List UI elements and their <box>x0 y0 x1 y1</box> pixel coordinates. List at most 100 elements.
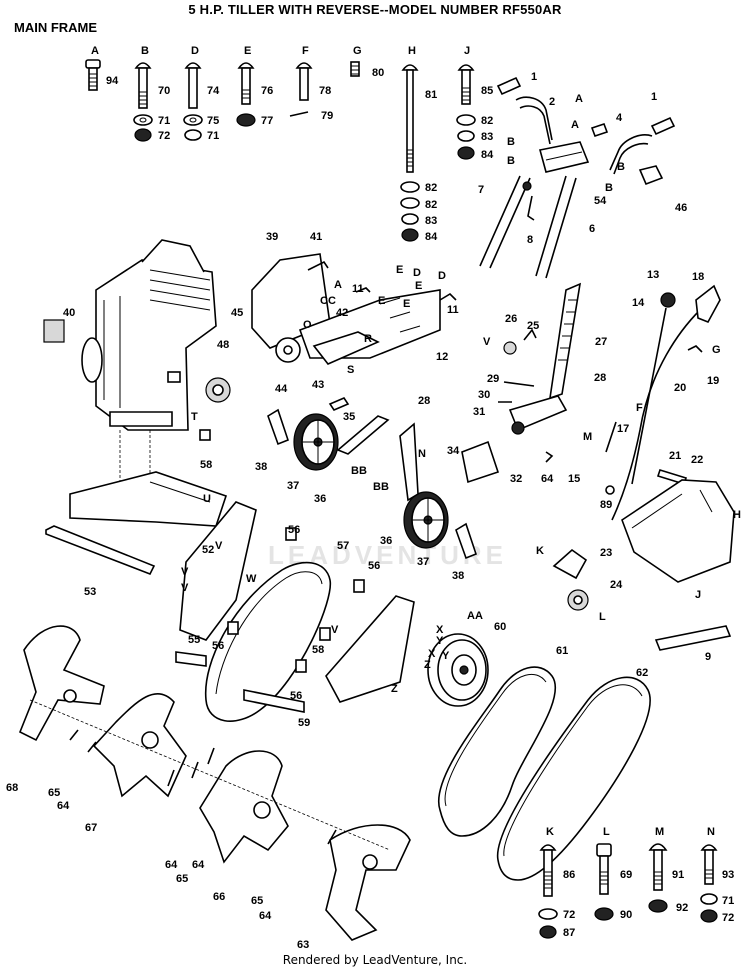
callout-label: 6 <box>589 223 596 235</box>
frame-bracket-assembly <box>251 253 457 365</box>
callout-label: V <box>181 566 189 578</box>
part-56-key-b <box>353 579 365 593</box>
callout-label: 81 <box>425 89 438 101</box>
part-84-nut-j <box>457 146 475 160</box>
part-79-cotter-pin <box>289 111 309 117</box>
control-cable-assembly <box>552 284 735 651</box>
callout-label: 82 <box>425 182 438 194</box>
callout-label: 44 <box>275 383 288 395</box>
callout-label: 93 <box>722 869 735 881</box>
callout-label: 64 <box>57 800 70 812</box>
part-36-axle-bracket-right <box>399 422 419 502</box>
callout-label: 72 <box>563 909 576 921</box>
callout-label: K <box>536 545 544 557</box>
callout-label: D <box>413 267 421 279</box>
callout-label: 57 <box>337 540 350 552</box>
part-76-bolt <box>237 62 255 105</box>
part-71-washer-d <box>184 129 202 141</box>
callout-label: 61 <box>556 645 569 657</box>
part-62-belt <box>496 676 651 881</box>
callout-label: D <box>191 45 199 57</box>
part-66-tine <box>199 750 289 864</box>
callout-label: 62 <box>636 667 649 679</box>
part-6-handle-right <box>535 175 577 279</box>
callout-label: 82 <box>425 199 438 211</box>
part-29-30-pins <box>498 381 535 403</box>
part-11-clip-left <box>355 287 371 293</box>
callout-label: 43 <box>312 379 325 391</box>
callout-label: 65 <box>176 873 189 885</box>
part-72-washer-k <box>538 908 558 920</box>
callout-label: T <box>191 411 198 423</box>
callout-label: 71 <box>722 895 735 907</box>
callout-label: 31 <box>473 406 486 418</box>
callout-label: 84 <box>481 149 494 161</box>
part-92-nut <box>648 899 668 913</box>
callout-label: 20 <box>674 382 687 394</box>
callout-label: E <box>415 280 423 292</box>
callout-label: 9 <box>705 651 712 663</box>
callout-label: 13 <box>647 269 660 281</box>
section-heading: MAIN FRAME <box>14 20 98 35</box>
callout-label: 11 <box>447 304 459 316</box>
callout-label: 71 <box>158 115 171 127</box>
callout-label: 71 <box>207 130 220 142</box>
part-38-bolt-right <box>455 522 477 560</box>
callout-label: L <box>599 611 606 623</box>
callout-label: 46 <box>675 202 688 214</box>
part-35-bolt <box>328 397 350 411</box>
callout-label: BB <box>373 481 389 493</box>
callout-label: N <box>418 448 426 460</box>
part-20-cable <box>611 309 701 521</box>
callout-label: 52 <box>202 544 215 556</box>
callout-label: 36 <box>380 535 393 547</box>
callout-label: 4 <box>616 112 623 124</box>
part-36-axle-bracket-left <box>336 415 390 455</box>
callout-label: 38 <box>255 461 268 473</box>
callout-label: 28 <box>418 395 431 407</box>
callout-label: 39 <box>266 231 279 243</box>
part-43-arm <box>312 331 380 365</box>
callout-label: 32 <box>510 473 523 485</box>
callout-label: AA <box>467 610 483 622</box>
callout-label: 18 <box>692 271 705 283</box>
transmission-housing <box>175 501 415 722</box>
part-91-bolt <box>648 843 668 891</box>
part-7-handle-left <box>479 175 531 269</box>
part-71-washer <box>133 114 153 126</box>
part-17-spring <box>605 421 617 453</box>
callout-label: 64 <box>192 859 205 871</box>
part-89-washer <box>605 485 615 495</box>
handlebar-assembly <box>479 76 676 279</box>
part-55-side-plate <box>179 501 257 641</box>
callout-label: G <box>353 45 362 57</box>
part-59-shaft <box>243 689 305 713</box>
part-67-tine <box>92 692 187 798</box>
callout-label: U <box>203 493 211 505</box>
callout-label: 92 <box>676 902 689 914</box>
part-85-bolt <box>457 64 475 105</box>
part-90-nut <box>594 907 614 921</box>
callout-label: 1 <box>531 71 538 83</box>
callout-label: K <box>546 826 554 838</box>
callout-label: 87 <box>563 927 576 939</box>
part-22-belt-cover <box>621 479 735 583</box>
callout-label: S <box>347 364 355 376</box>
part-84-nut-h <box>401 228 419 242</box>
part-77-nut <box>236 113 256 127</box>
callout-label: Y <box>436 635 444 647</box>
callout-label: 63 <box>297 939 310 951</box>
part-4-knob <box>590 122 609 138</box>
callout-label: 83 <box>425 215 438 227</box>
callout-label: V <box>331 624 339 636</box>
callout-label: X <box>428 648 436 660</box>
callout-label: 58 <box>312 644 325 656</box>
callout-label: E <box>396 264 404 276</box>
wheel-right <box>403 491 449 549</box>
callout-label: 2 <box>549 96 556 108</box>
wheel-left <box>293 413 339 471</box>
callout-label: J <box>464 45 471 57</box>
part-9-belt-guide <box>654 625 732 651</box>
callout-label: 94 <box>106 75 119 87</box>
part-56-key-c <box>227 621 239 635</box>
